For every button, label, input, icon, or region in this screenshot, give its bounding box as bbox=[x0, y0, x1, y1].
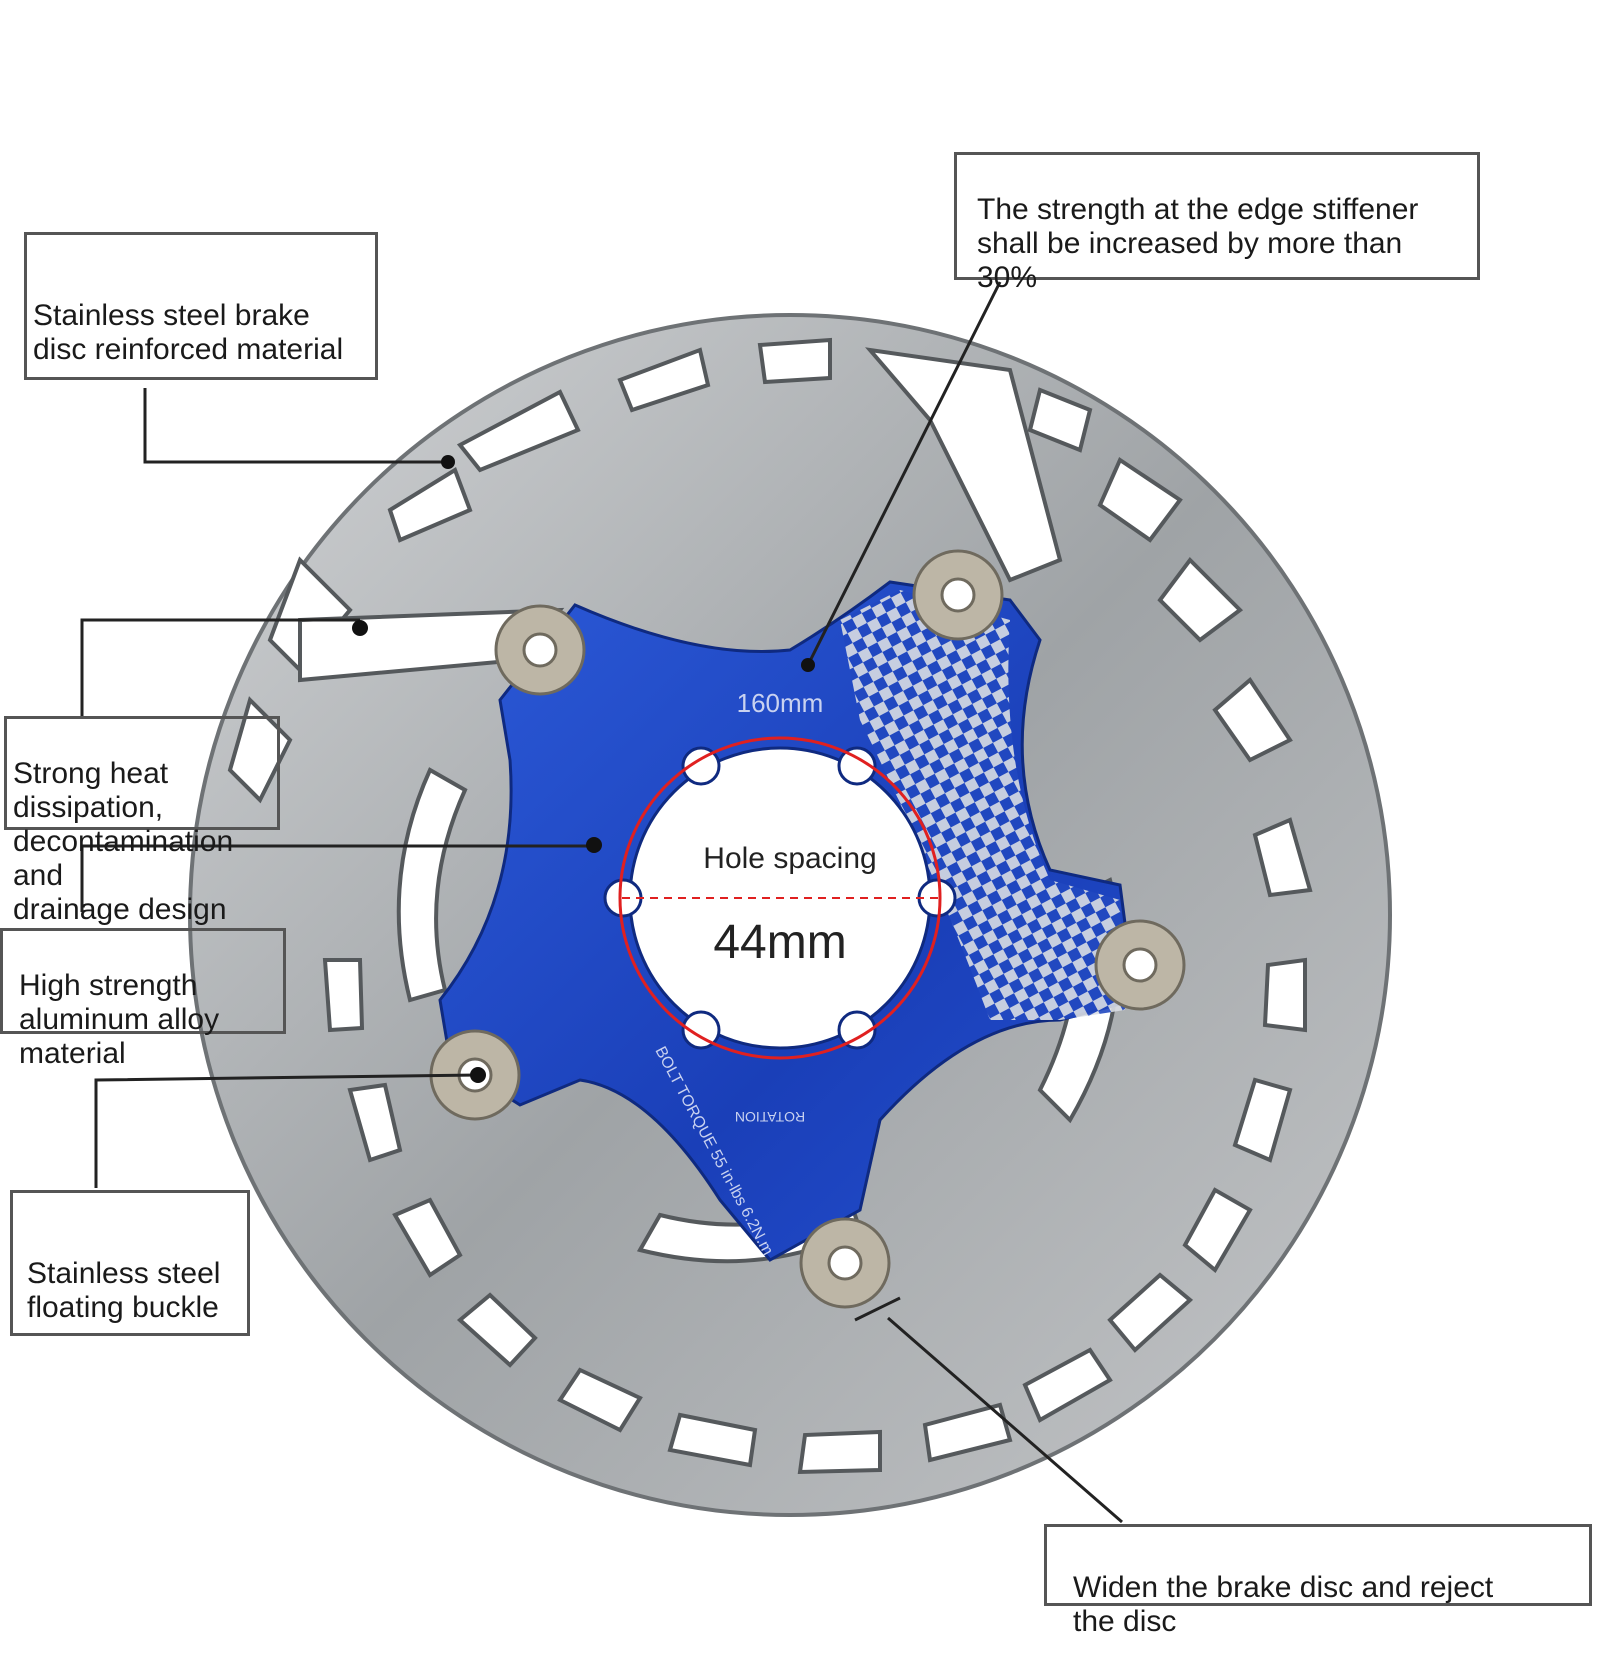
leader-widen-tick bbox=[854, 1296, 901, 1322]
callout-heat-dissipation: Strong heat dissipation, decontamination… bbox=[4, 716, 280, 926]
rivet bbox=[912, 549, 1004, 641]
callout-stainless-material: Stainless steel brake disc reinforced ma… bbox=[24, 232, 378, 380]
rivet bbox=[1094, 919, 1186, 1011]
callout-aluminum-alloy: High strength aluminum alloy material bbox=[0, 928, 286, 1070]
callout-heat-dissipation-text: Strong heat dissipation, decontamination… bbox=[13, 757, 234, 926]
callout-stainless-material-text: Stainless steel brake disc reinforced ma… bbox=[33, 299, 344, 366]
callout-floating-buckle: Stainless steel floating buckle bbox=[10, 1190, 250, 1336]
leader-lines bbox=[80, 281, 1123, 1524]
floating-rivets bbox=[429, 549, 1186, 1309]
leader-floating-buckle bbox=[94, 1073, 479, 1188]
leader-stainless-material bbox=[143, 388, 448, 464]
callout-aluminum-alloy-text: High strength aluminum alloy material bbox=[19, 969, 220, 1070]
hole-spacing-value: 44mm bbox=[713, 916, 846, 969]
leader-heat-dissipation bbox=[80, 618, 360, 718]
checker-stiffener bbox=[840, 590, 1125, 1020]
leader-aluminum-alloy bbox=[80, 844, 598, 912]
leader-dots bbox=[352, 455, 815, 1083]
leader-edge-stiffener bbox=[806, 281, 1002, 666]
callout-floating-buckle-text: Stainless steel floating buckle bbox=[27, 1257, 221, 1324]
rotation-label: ROTATION bbox=[735, 1109, 805, 1125]
callout-widen-disc-text: Widen the brake disc and reject the disc bbox=[1073, 1571, 1494, 1638]
hole-spacing-circle bbox=[618, 736, 942, 1060]
disc-size-label: 160mm bbox=[737, 688, 824, 718]
hole-spacing-label: Hole spacing bbox=[703, 842, 876, 875]
leader-widen-disc bbox=[887, 1316, 1123, 1524]
rivet bbox=[494, 604, 586, 696]
callout-widen-disc: Widen the brake disc and reject the disc bbox=[1044, 1524, 1592, 1638]
rivet bbox=[799, 1217, 891, 1309]
brake-disc-diagram: Hole spacing 44mm 160mm ROTATION BOLT TO… bbox=[80, 281, 1392, 1524]
callout-edge-stiffener: The strength at the edge stiffener shall… bbox=[954, 152, 1480, 294]
callout-edge-stiffener-text: The strength at the edge stiffener shall… bbox=[977, 193, 1419, 294]
